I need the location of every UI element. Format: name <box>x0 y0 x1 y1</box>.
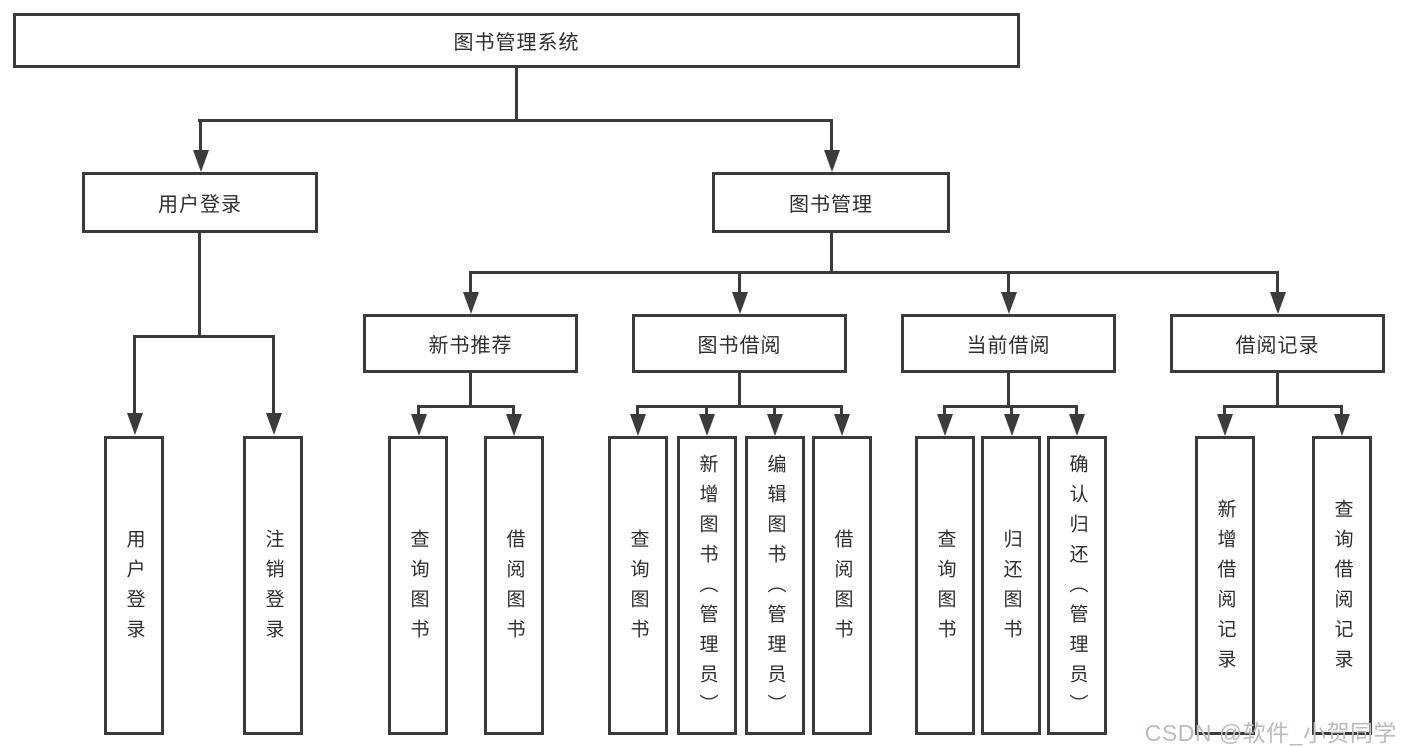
connector-arrow-down <box>410 405 427 436</box>
leaf-borrow-books: 借阅图书 <box>484 436 544 735</box>
connector-line <box>515 68 518 122</box>
connector-arrow-down <box>1000 271 1017 314</box>
connector-arrow-down <box>505 405 522 436</box>
connector-arrow-down <box>192 119 209 172</box>
leaf-query-books: 查询图书 <box>608 436 668 735</box>
node-book-management: 图书管理 <box>712 172 950 233</box>
connector-line <box>636 405 843 408</box>
connector-arrow-down <box>823 119 840 172</box>
connector-arrow-down <box>462 271 479 314</box>
connector-arrow-down <box>629 405 646 436</box>
connector-line <box>1223 405 1343 408</box>
connector-line <box>738 373 741 408</box>
connector-line <box>469 271 1279 274</box>
connector-arrow-down <box>766 405 783 436</box>
leaf-query-books: 查询图书 <box>388 436 448 735</box>
leaf-edit-books-admin: 编辑图书（管理员） <box>745 436 805 735</box>
connector-line <box>198 233 201 338</box>
node-new-book-recommendation: 新书推荐 <box>363 314 578 373</box>
connector-arrow-down <box>1269 271 1286 314</box>
csdn-watermark: CSDN @软件_小贺同学 <box>1144 720 1397 746</box>
leaf-add-borrow-record: 新增借阅记录 <box>1195 436 1255 735</box>
connector-arrow-down <box>1003 405 1020 436</box>
connector-arrow-down <box>1068 405 1085 436</box>
connector-arrow-down <box>126 335 143 435</box>
connector-arrow-down <box>731 271 748 314</box>
connector-arrow-down <box>833 405 850 436</box>
connector-line <box>198 119 833 122</box>
connector-arrow-down <box>936 405 953 436</box>
leaf-return-books: 归还图书 <box>981 436 1041 735</box>
connector-line <box>1276 373 1279 408</box>
connector-arrow-down <box>265 335 282 435</box>
node-library-system: 图书管理系统 <box>13 13 1020 68</box>
connector-arrow-down <box>1333 405 1350 436</box>
leaf-borrow-books: 借阅图书 <box>812 436 872 735</box>
node-current-borrowing: 当前借阅 <box>901 314 1116 373</box>
connector-line <box>417 405 515 408</box>
connector-arrow-down <box>698 405 715 436</box>
connector-line <box>469 373 472 408</box>
leaf-confirm-return-admin: 确认归还（管理员） <box>1047 436 1107 735</box>
leaf-user-login: 用户登录 <box>104 436 164 735</box>
connector-line <box>1007 373 1010 408</box>
connector-line <box>830 233 833 274</box>
connector-line <box>133 335 274 338</box>
node-borrowing-records: 借阅记录 <box>1170 314 1385 373</box>
leaf-query-books: 查询图书 <box>915 436 975 735</box>
leaf-logout: 注销登录 <box>243 436 303 735</box>
node-user-login: 用户登录 <box>82 172 318 233</box>
leaf-add-books-admin: 新增图书（管理员） <box>677 436 737 735</box>
leaf-query-borrow-record: 查询借阅记录 <box>1312 436 1372 735</box>
node-book-borrowing: 图书借阅 <box>632 314 847 373</box>
connector-arrow-down <box>1216 405 1233 436</box>
